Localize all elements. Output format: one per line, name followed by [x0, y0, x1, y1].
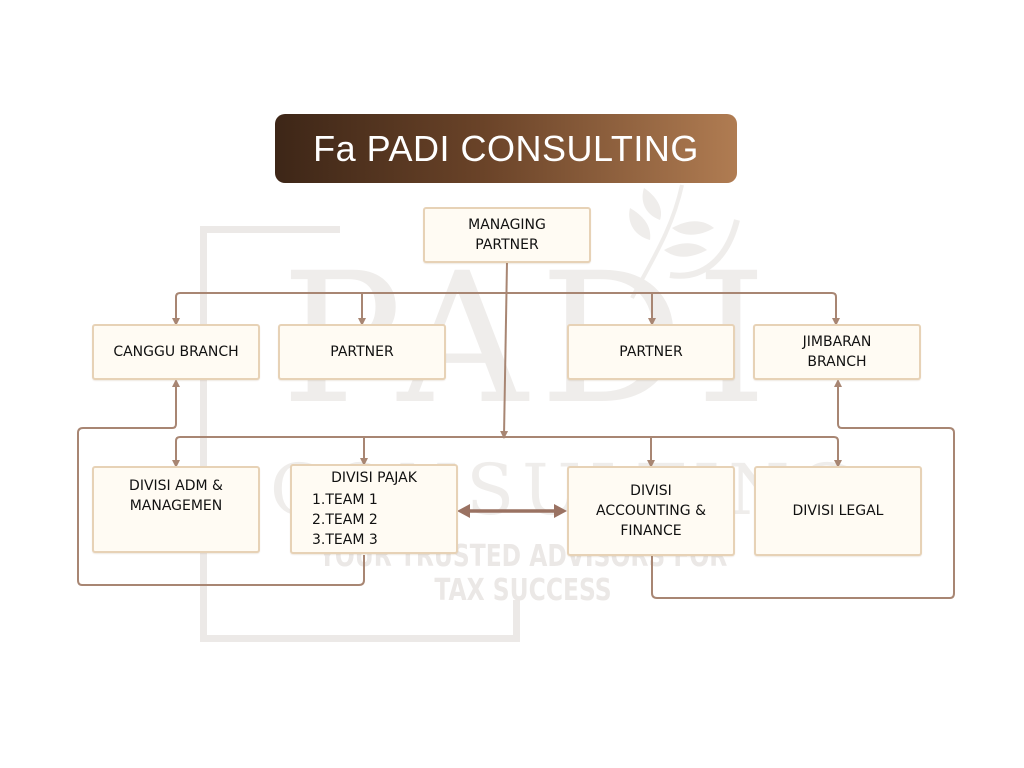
- watermark-frame-top: [200, 226, 340, 233]
- connector-divisions-bar: [175, 436, 842, 468]
- connector-top-bar: [175, 292, 840, 326]
- node-divisi-adm-label: DIVISI ADM & MANAGEMEN: [129, 478, 223, 514]
- watermark-tagline: YOUR TRUSTED ADVISORS FOR TAX SUCCESS: [318, 539, 728, 608]
- node-partner-right-label: PARTNER: [619, 344, 683, 360]
- pajak-team-list: 1.TEAM 1 2.TEAM 2 3.TEAM 3: [312, 490, 378, 550]
- node-jimbaran-branch: JIMBARAN BRANCH: [753, 324, 921, 380]
- connector-accounting-to-jimbaran: [651, 379, 955, 599]
- node-jimbaran-branch-label: JIMBARAN BRANCH: [802, 334, 872, 370]
- node-canggu-branch-label: CANGGU BRANCH: [113, 344, 239, 360]
- watermark-leaf-icon: [629, 184, 740, 299]
- node-divisi-accounting: DIVISI ACCOUNTING & FINANCE: [567, 466, 735, 556]
- watermark-frame-right: [513, 600, 520, 642]
- arrowhead-left: [457, 504, 470, 518]
- node-managing-partner-label: MANAGING PARTNER: [468, 217, 546, 253]
- pajak-team-item: 2.TEAM 2: [312, 512, 378, 528]
- node-partner-left: PARTNER: [278, 324, 446, 380]
- connector-managing-to-divisions: [500, 261, 509, 439]
- node-managing-partner: MANAGING PARTNER: [423, 207, 591, 263]
- node-canggu-branch: CANGGU BRANCH: [92, 324, 260, 380]
- node-divisi-adm: DIVISI ADM & MANAGEMEN: [92, 466, 260, 553]
- page-title: Fa PADI CONSULTING: [275, 114, 737, 183]
- node-partner-right: PARTNER: [567, 324, 735, 380]
- node-partner-left-label: PARTNER: [330, 344, 394, 360]
- pajak-team-item: 3.TEAM 3: [312, 532, 378, 548]
- node-divisi-pajak: DIVISI PAJAK 1.TEAM 1 2.TEAM 2 3.TEAM 3: [290, 464, 458, 554]
- connector-pajak-to-canggu: [77, 379, 365, 586]
- pajak-team-item: 1.TEAM 1: [312, 492, 378, 508]
- node-divisi-pajak-label: DIVISI PAJAK: [331, 470, 417, 486]
- node-divisi-legal: DIVISI LEGAL: [754, 466, 922, 556]
- arrowhead-right: [554, 504, 567, 518]
- node-divisi-accounting-label: DIVISI ACCOUNTING & FINANCE: [596, 483, 706, 539]
- watermark-frame-bottom: [200, 635, 520, 642]
- node-divisi-legal-label: DIVISI LEGAL: [792, 503, 884, 519]
